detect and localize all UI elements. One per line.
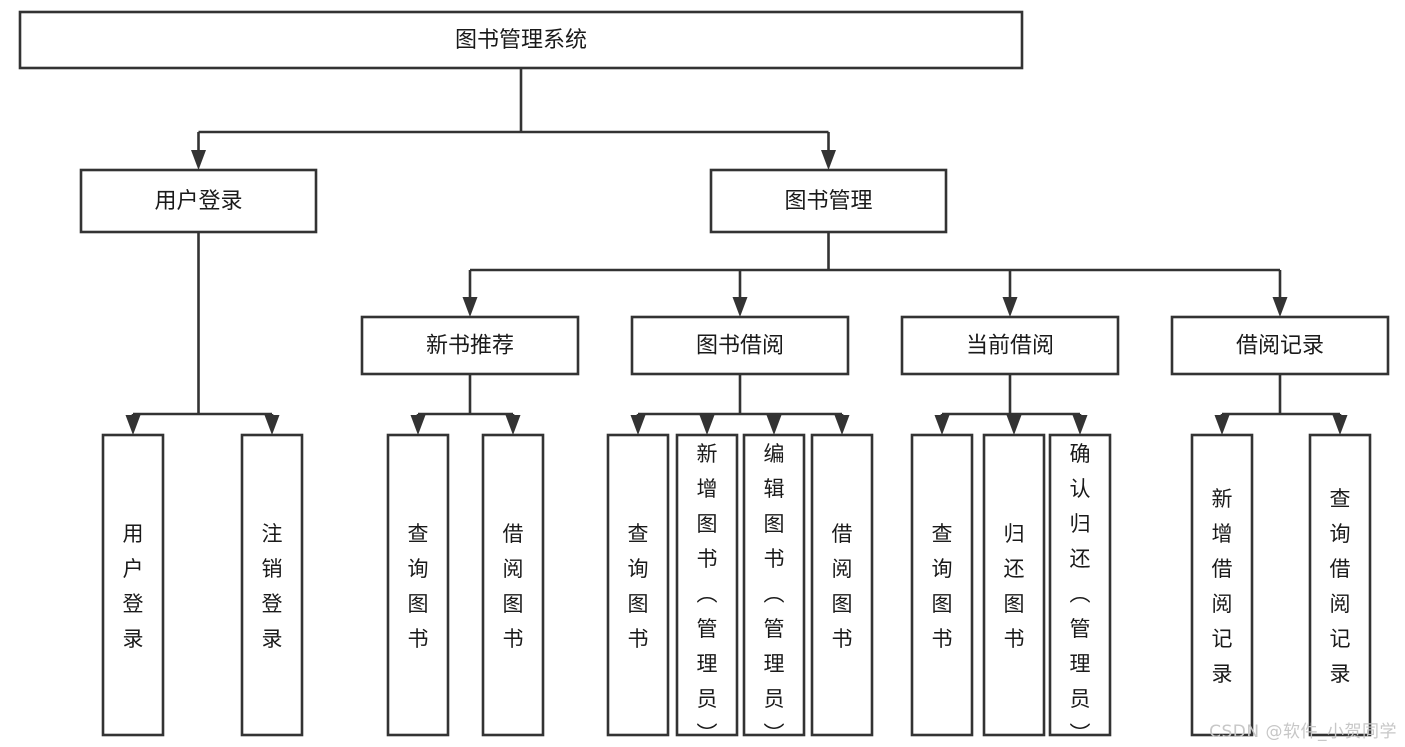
leaf-label: 编辑图书︵管理员︶: [764, 442, 785, 746]
leaf-label: 新增图书︵管理员︶: [697, 442, 718, 746]
box-outline: [810, 433, 874, 737]
nodes-layer: 图书管理系统用户登录图书管理新书推荐图书借阅当前借阅借阅记录用户登录注销登录查询…: [18, 10, 1390, 746]
arrowhead-icon: [821, 150, 836, 170]
arrowhead-icon: [462, 297, 478, 317]
box-outline: [101, 433, 165, 737]
box-outline: [910, 433, 974, 737]
node-label: 借阅记录: [1236, 334, 1324, 359]
node-label: 图书管理: [784, 189, 872, 214]
box-outline: [1170, 315, 1390, 376]
root-label: 图书管理系统: [455, 28, 587, 53]
box-outline: [18, 10, 1024, 70]
arrowhead-icon: [934, 415, 950, 435]
box-outline: [481, 433, 545, 737]
arrowhead-icon: [1272, 297, 1288, 317]
arrowhead-icon: [1006, 415, 1022, 435]
box-outline: [360, 315, 580, 376]
box-outline: [240, 433, 304, 737]
node-book-borrow[interactable]: [630, 315, 850, 376]
arrowhead-icon: [264, 415, 280, 435]
leaf-leaf-borrow-book-2[interactable]: [810, 433, 874, 737]
box-outline: [79, 168, 318, 234]
leaf-label: 注销登录: [262, 522, 283, 651]
node-label: 图书借阅: [696, 334, 784, 359]
node-borrow-record[interactable]: [1170, 315, 1390, 376]
leaf-leaf-query-book-1[interactable]: [386, 433, 450, 737]
leaf-leaf-query-book-3[interactable]: [910, 433, 974, 737]
arrowhead-icon: [732, 297, 748, 317]
arrowhead-icon: [630, 415, 646, 435]
leaf-leaf-user-login[interactable]: [101, 433, 165, 737]
arrowhead-icon: [505, 415, 521, 435]
leaf-label: 用户登录: [123, 522, 144, 651]
leaf-label: 查询图书: [628, 522, 649, 651]
node-new-book-recommend[interactable]: [360, 315, 580, 376]
leaf-leaf-logout-login[interactable]: [240, 433, 304, 737]
leaf-leaf-query-book-2[interactable]: [606, 433, 670, 737]
arrowhead-icon: [191, 150, 206, 170]
leaf-label: 确认归还︵管理员︶: [1070, 442, 1091, 746]
leaf-label: 新增借阅记录: [1212, 487, 1233, 686]
box-outline: [630, 315, 850, 376]
leaf-label: 归还图书: [1004, 522, 1025, 651]
arrowhead-icon: [834, 415, 850, 435]
leaf-leaf-query-borrow-record[interactable]: [1308, 433, 1372, 737]
arrowhead-icon: [1072, 415, 1088, 435]
leaf-leaf-add-book-admin[interactable]: [675, 433, 739, 737]
box-outline: [900, 315, 1120, 376]
arrowhead-icon: [699, 415, 715, 435]
box-outline: [982, 433, 1046, 737]
leaf-leaf-add-borrow-record[interactable]: [1190, 433, 1254, 737]
node-label: 用户登录: [154, 189, 242, 214]
box-outline: [386, 433, 450, 737]
leaf-label: 借阅图书: [503, 522, 524, 651]
connectors-layer: [125, 68, 1348, 435]
box-outline: [742, 433, 806, 737]
leaf-label: 借阅图书: [832, 522, 853, 651]
leaf-leaf-borrow-book-1[interactable]: [481, 433, 545, 737]
box-outline: [709, 168, 948, 234]
leaf-leaf-edit-book-admin[interactable]: [742, 433, 806, 737]
node-book-management[interactable]: [709, 168, 948, 234]
arrowhead-icon: [766, 415, 782, 435]
box-outline: [606, 433, 670, 737]
node-label: 当前借阅: [966, 334, 1054, 359]
box-outline: [675, 433, 739, 737]
arrowhead-icon: [125, 415, 141, 435]
node-user-login[interactable]: [79, 168, 318, 234]
arrowhead-icon: [1002, 297, 1018, 317]
leaf-label: 查询借阅记录: [1330, 487, 1351, 686]
arrowhead-icon: [1214, 415, 1230, 435]
leaf-leaf-return-book[interactable]: [982, 433, 1046, 737]
arrowhead-icon: [410, 415, 426, 435]
leaf-leaf-confirm-return-admin[interactable]: [1048, 433, 1112, 737]
node-root[interactable]: [18, 10, 1024, 70]
box-outline: [1048, 433, 1112, 737]
leaf-label: 查询图书: [408, 522, 429, 651]
box-outline: [1308, 433, 1372, 737]
leaf-label: 查询图书: [932, 522, 953, 651]
node-current-borrow[interactable]: [900, 315, 1120, 376]
node-label: 新书推荐: [426, 334, 514, 359]
watermark-text: CSDN @软件_小贺同学: [1209, 722, 1397, 742]
arrowhead-icon: [1332, 415, 1348, 435]
box-outline: [1190, 433, 1254, 737]
